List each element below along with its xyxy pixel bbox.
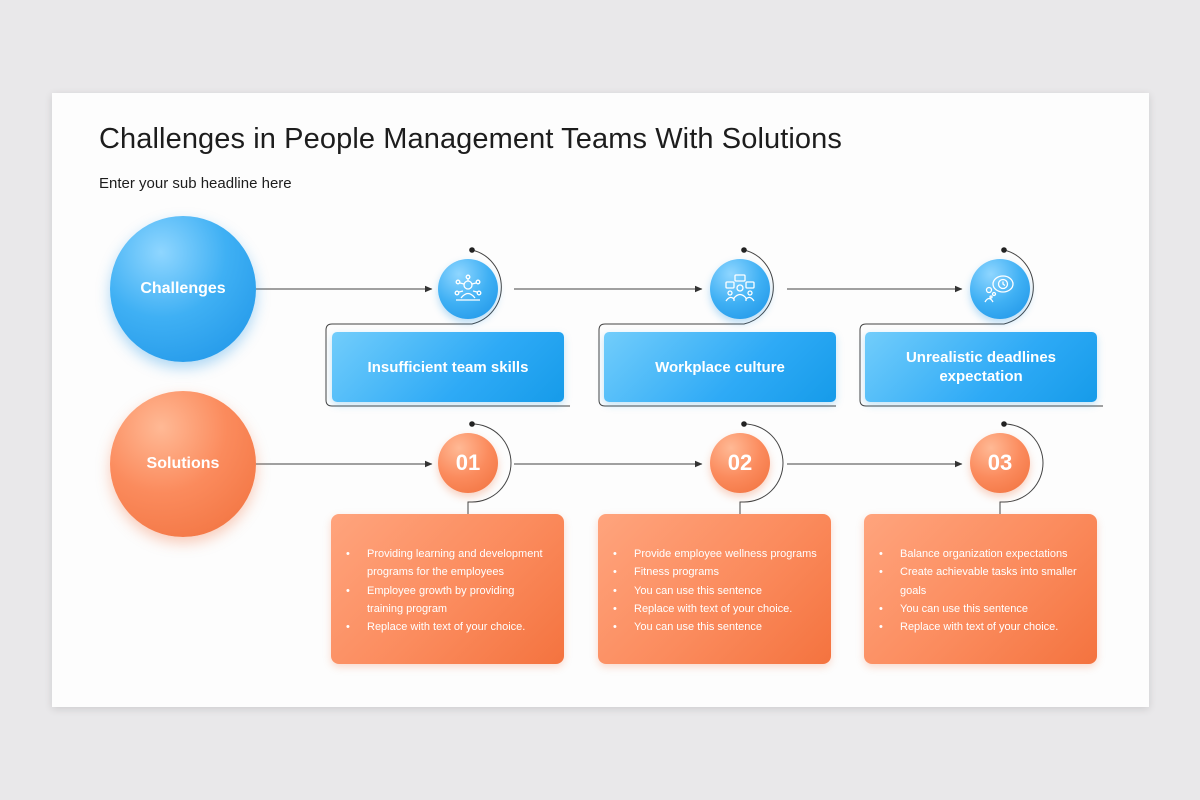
slide: Challenges in People Management Teams Wi…	[52, 93, 1149, 707]
list-item: You can use this sentence	[613, 582, 817, 601]
challenge-icon-circle-3	[970, 259, 1030, 319]
workplace-culture-icon	[725, 274, 755, 302]
connector-lines	[256, 247, 1103, 514]
list-item: Balance organization expectations	[879, 545, 1083, 564]
solution-box-2: Provide employee wellness programs Fitne…	[598, 514, 831, 664]
list-item: Replace with text of your choice.	[613, 600, 817, 619]
challenges-circle: Challenges	[110, 216, 256, 362]
deadline-thinking-icon	[984, 275, 1014, 303]
solution-number-1: 01	[438, 433, 498, 493]
list-item: Fitness programs	[613, 563, 817, 582]
solutions-circle: Solutions	[110, 391, 256, 537]
solution-list-3: Balance organization expectations Create…	[879, 545, 1083, 637]
list-item: Create achievable tasks into smaller goa…	[879, 563, 1083, 600]
solution-list-1: Providing learning and development progr…	[346, 545, 550, 637]
page-title: Challenges in People Management Teams Wi…	[99, 123, 842, 155]
list-item: Provide employee wellness programs	[613, 545, 817, 564]
list-item: Replace with text of your choice.	[346, 618, 550, 637]
solution-list-2: Provide employee wellness programs Fitne…	[613, 545, 817, 637]
list-item: Employee growth by providing training pr…	[346, 582, 550, 619]
challenge-box-3: Unrealistic deadlines expectation	[865, 332, 1097, 402]
challenge-icon-circle-2	[710, 259, 770, 319]
solution-box-3: Balance organization expectations Create…	[864, 514, 1097, 664]
solution-box-1: Providing learning and development progr…	[331, 514, 564, 664]
list-item: You can use this sentence	[613, 618, 817, 637]
team-skills-icon	[454, 274, 482, 301]
challenge-icon-circle-1	[438, 259, 498, 319]
list-item: Replace with text of your choice.	[879, 618, 1083, 637]
page-subtitle: Enter your sub headline here	[99, 175, 292, 192]
solution-number-3: 03	[970, 433, 1030, 493]
challenge-box-2: Workplace culture	[604, 332, 836, 402]
list-item: Providing learning and development progr…	[346, 545, 550, 582]
challenge-box-1: Insufficient team skills	[332, 332, 564, 402]
solution-number-2: 02	[710, 433, 770, 493]
list-item: You can use this sentence	[879, 600, 1083, 619]
